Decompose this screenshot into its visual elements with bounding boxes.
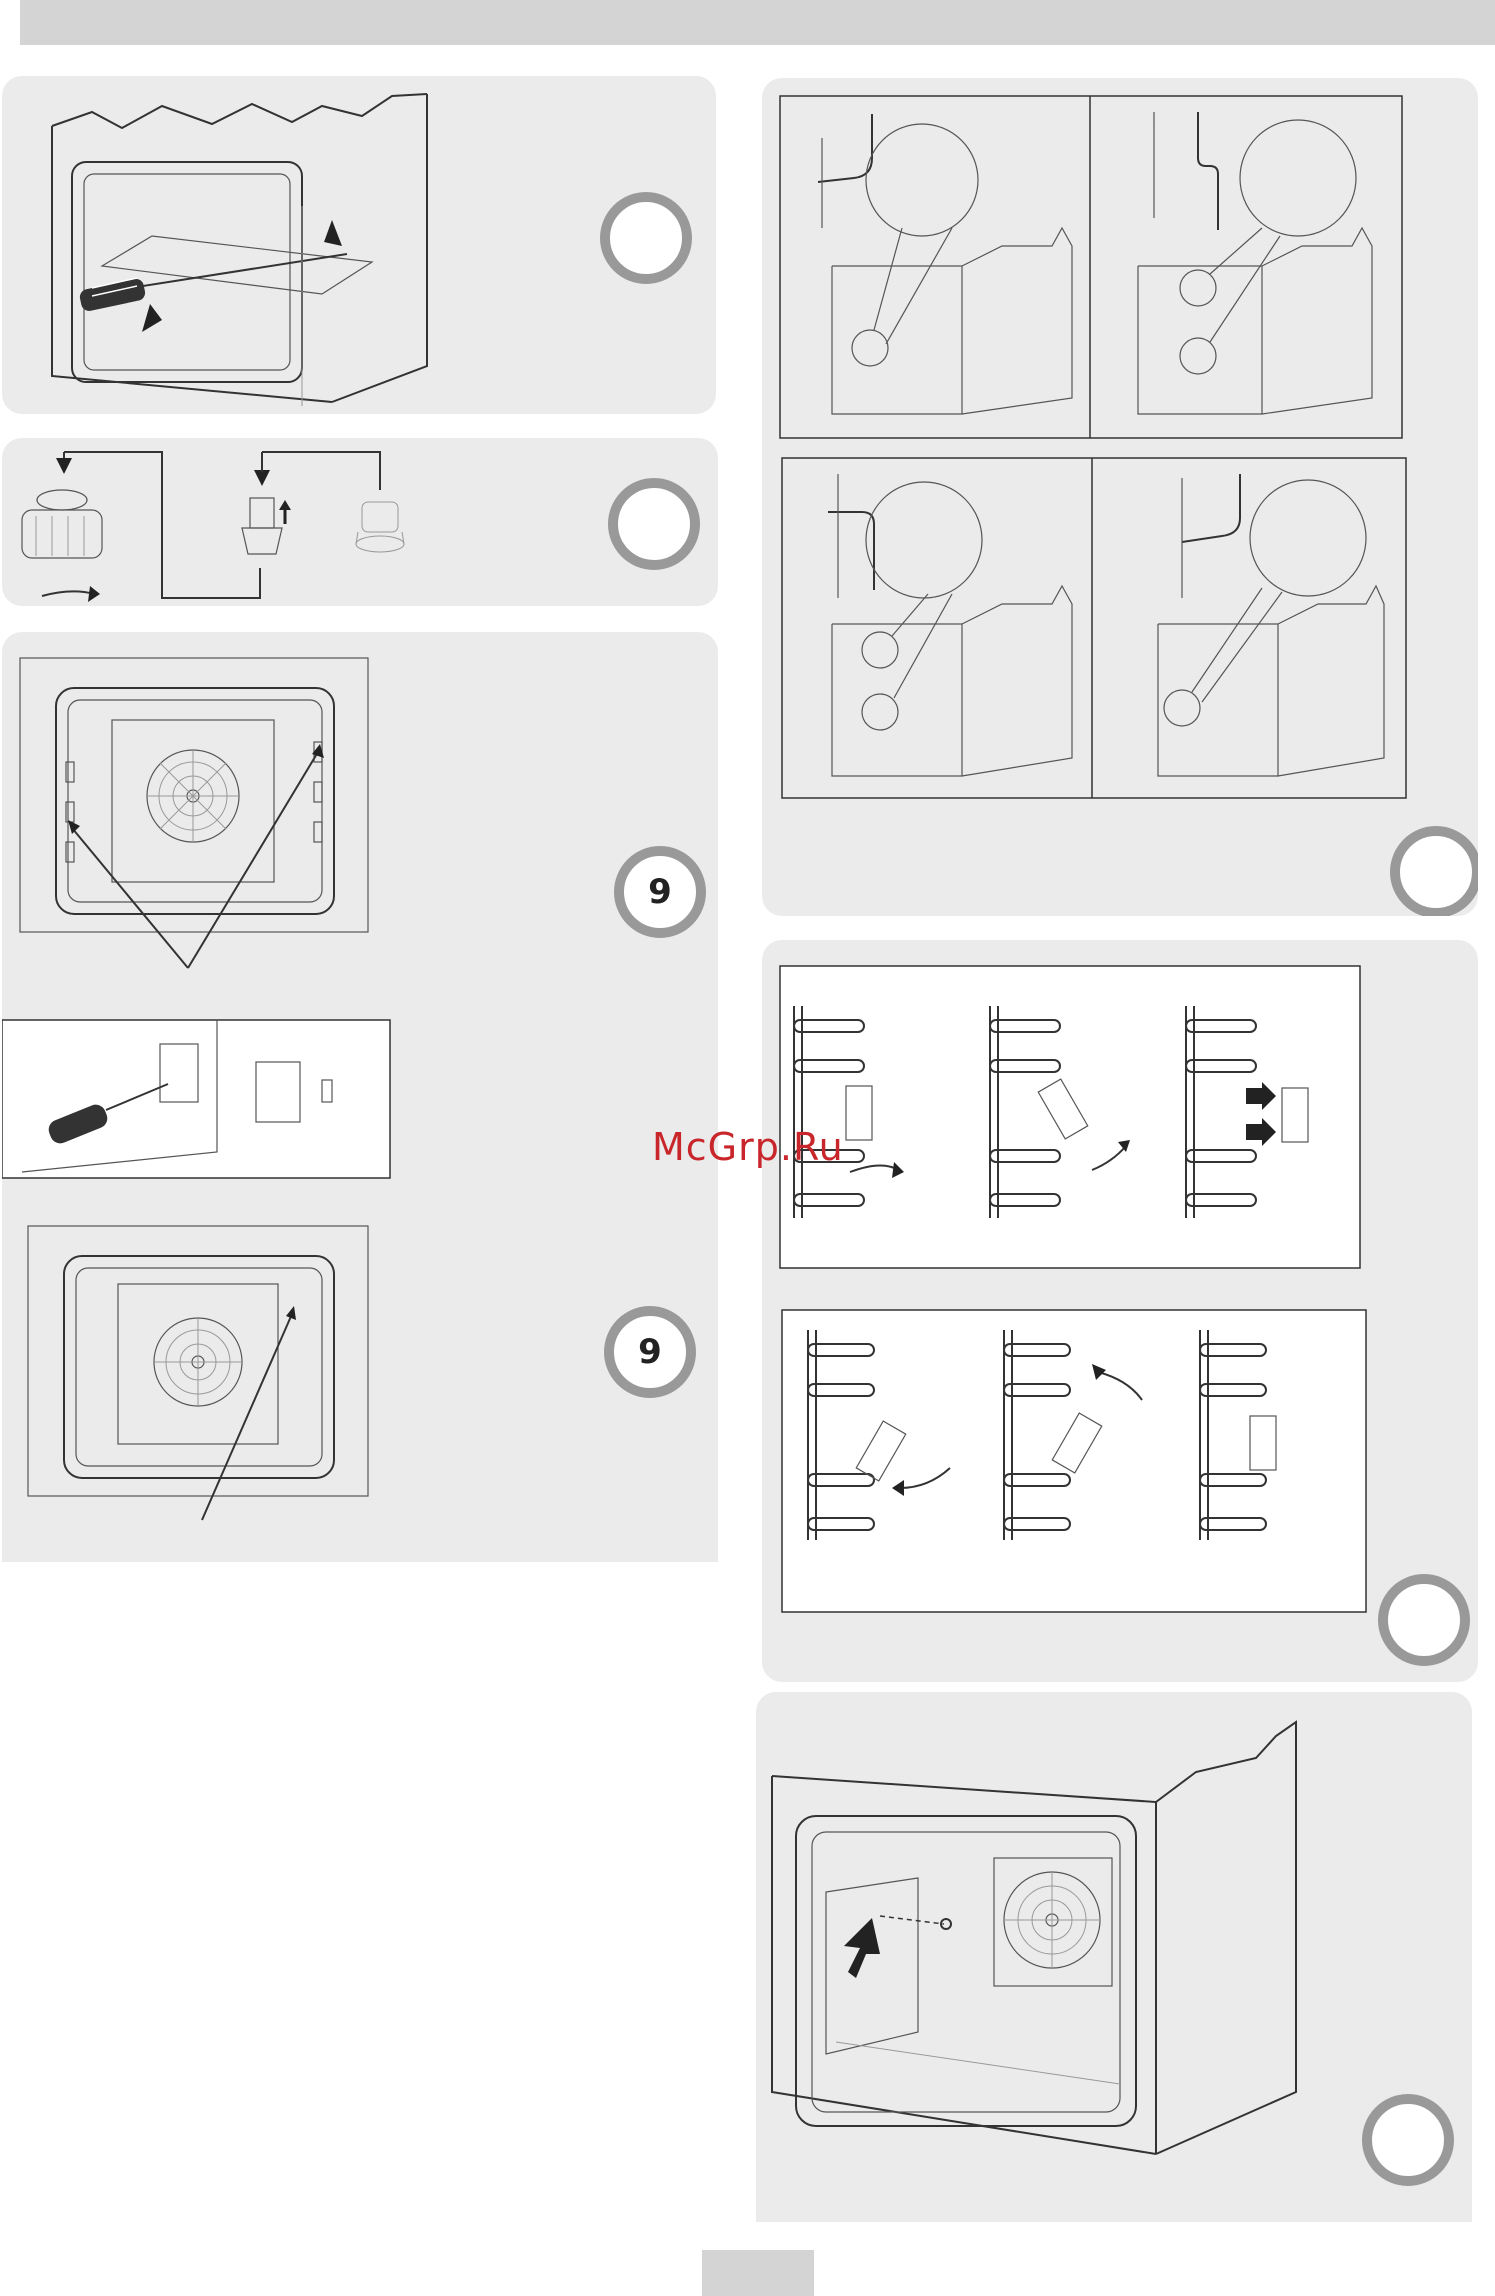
rail-clips-illustration (762, 940, 1478, 1682)
step-badge-2 (608, 478, 700, 570)
panel-rail-clips (762, 940, 1478, 1682)
panel-lamp-replacement (2, 438, 718, 606)
oven-fan-icon (147, 750, 239, 842)
arrow-icon (324, 220, 342, 246)
arrow-icon (142, 304, 162, 332)
step-badge-6 (1378, 1574, 1470, 1666)
panel-back-panel (756, 1692, 1472, 2222)
panel-rack-positions (762, 78, 1478, 916)
header-bar (20, 0, 1495, 45)
rack-detail-3 (828, 474, 1072, 776)
watermark: McGrp.Ru (652, 1125, 844, 1169)
panel-side-panels: 9 9 (2, 632, 718, 1562)
panel-oven-screwdriver (2, 76, 716, 414)
side-panels-illustration (2, 632, 718, 1562)
step-badge-4: 9 (604, 1306, 696, 1398)
step-badge-1 (600, 192, 692, 284)
arrow-icon (844, 1918, 880, 1978)
rack-detail-1 (818, 114, 1072, 414)
oven-fan-icon (154, 1318, 242, 1406)
step-badge-3: 9 (614, 846, 706, 938)
bulb-icon (242, 498, 291, 554)
step-badge-5 (1390, 826, 1478, 916)
glass-cover-icon (356, 502, 404, 552)
rack-positions-illustration (762, 78, 1478, 916)
rack-detail-2 (1138, 112, 1372, 414)
step-badge-7 (1362, 2094, 1454, 2186)
rack-detail-4 (1158, 474, 1384, 776)
screwdriver-icon (78, 277, 146, 312)
oven-fan-icon (1004, 1872, 1100, 1968)
lamp-cover-icon (22, 490, 102, 558)
page-number-box (702, 2250, 814, 2296)
